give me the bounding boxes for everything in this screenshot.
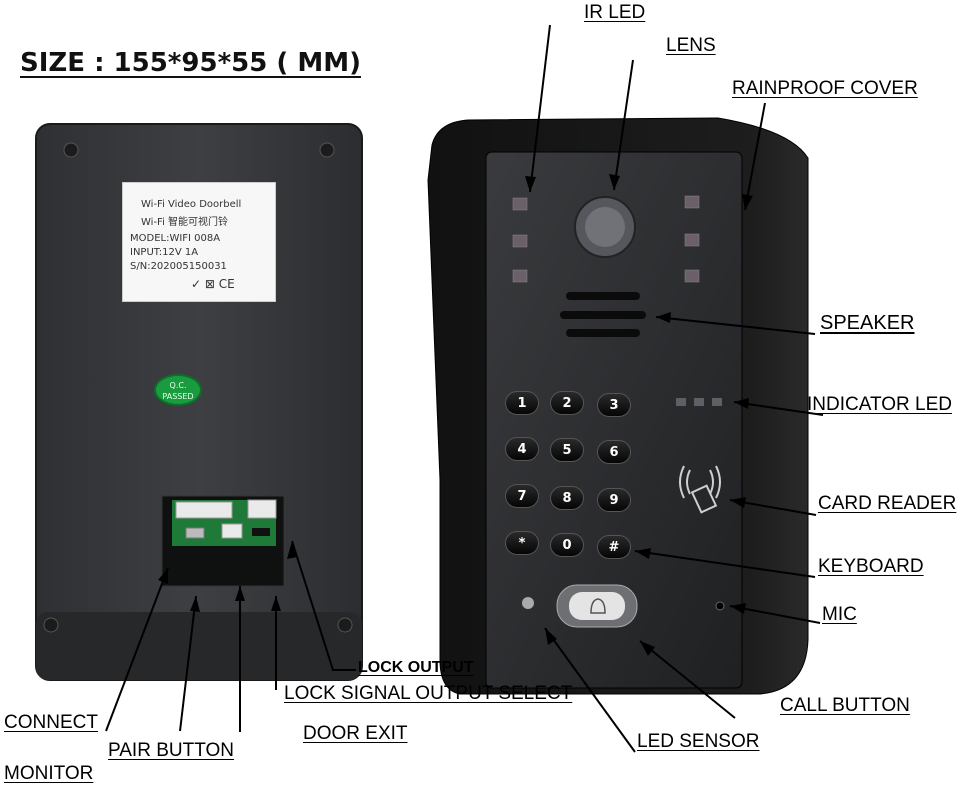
callout-pair-button: PAIR BUTTON xyxy=(108,740,234,761)
qc-line-2: PASSED xyxy=(162,392,194,401)
label-line-2: Wi-Fi 智能可视门铃 xyxy=(141,217,229,228)
connector-white-3 xyxy=(221,523,243,539)
qc-passed-badge: Q.C. PASSED xyxy=(154,374,202,406)
indicator-led-2 xyxy=(694,398,704,406)
key-9: 9 xyxy=(597,488,631,512)
qc-line-1: Q.C. xyxy=(169,381,187,390)
callout-card-reader: CARD READER xyxy=(818,493,957,514)
callout-ir-led: IR LED xyxy=(584,2,646,23)
speaker-slot-3 xyxy=(566,329,640,337)
connector-white-1 xyxy=(175,501,233,519)
key-3: 3 xyxy=(597,393,631,417)
speaker-slot-1 xyxy=(566,292,640,300)
label-line-1: Wi-Fi Video Doorbell xyxy=(141,199,242,210)
front-panel xyxy=(485,151,743,689)
screw-top-left xyxy=(63,142,79,158)
indicator-led-1 xyxy=(676,398,686,406)
screw-bottom-right xyxy=(337,617,353,633)
callout-speaker: SPEAKER xyxy=(820,312,915,334)
key-5: 5 xyxy=(550,438,584,462)
callout-arrowheads xyxy=(158,174,753,656)
key-4: 4 xyxy=(505,437,539,461)
back-view xyxy=(35,123,363,681)
label-model: MODEL:WIFI 008A xyxy=(130,233,221,244)
mic-hole xyxy=(715,601,725,611)
key-star: * xyxy=(505,531,539,555)
callout-lock-output: LOCK OUTPUT xyxy=(358,659,474,676)
speaker-slot-2 xyxy=(560,311,646,319)
label-serial: S/N:202005150031 xyxy=(130,261,227,272)
connector-white-2 xyxy=(247,499,277,519)
callout-mic: MIC xyxy=(822,604,857,625)
jumper-select xyxy=(252,528,270,536)
label-input: INPUT:12V 1A xyxy=(130,247,199,258)
back-base xyxy=(36,612,362,680)
led-sensor-dot xyxy=(522,597,534,609)
key-0: 0 xyxy=(550,533,584,557)
callout-door-exit: DOOR EXIT xyxy=(303,723,408,744)
key-7: 7 xyxy=(505,484,539,508)
screw-top-right xyxy=(319,142,335,158)
product-label: Wi-Fi Video Doorbell Wi-Fi 智能可视门铃 MODEL:… xyxy=(122,182,276,302)
callout-led-sensor: LED SENSOR xyxy=(637,731,760,752)
callout-call-button: CALL BUTTON xyxy=(780,695,910,716)
size-title: SIZE : 155*95*55 ( MM) xyxy=(20,48,361,78)
callout-keyboard: KEYBOARD xyxy=(818,556,924,577)
callout-indicator-led: INDICATOR LED xyxy=(807,394,952,415)
card-reader-icon xyxy=(679,465,721,514)
callout-lock-signal-output-select: LOCK SIGNAL OUTPUT SELECT xyxy=(284,683,573,704)
key-6: 6 xyxy=(597,440,631,464)
callout-connect: CONNECT xyxy=(4,712,98,733)
lens-glass xyxy=(585,207,625,247)
key-2: 2 xyxy=(550,391,584,415)
pair-switch xyxy=(185,527,205,539)
bell-icon xyxy=(590,598,606,614)
callout-monitor: MONITOR xyxy=(4,763,94,784)
certification-marks: ✓ ⊠ CE xyxy=(191,277,235,291)
callout-lines xyxy=(105,24,824,753)
key-8: 8 xyxy=(550,486,584,510)
key-hash: # xyxy=(597,535,631,559)
callout-lens: LENS xyxy=(666,35,716,56)
key-1: 1 xyxy=(505,391,539,415)
callout-rainproof-cover: RAINPROOF COVER xyxy=(732,78,918,99)
indicator-led-3 xyxy=(712,398,722,406)
call-button-face xyxy=(569,592,625,620)
screw-bottom-left xyxy=(43,617,59,633)
